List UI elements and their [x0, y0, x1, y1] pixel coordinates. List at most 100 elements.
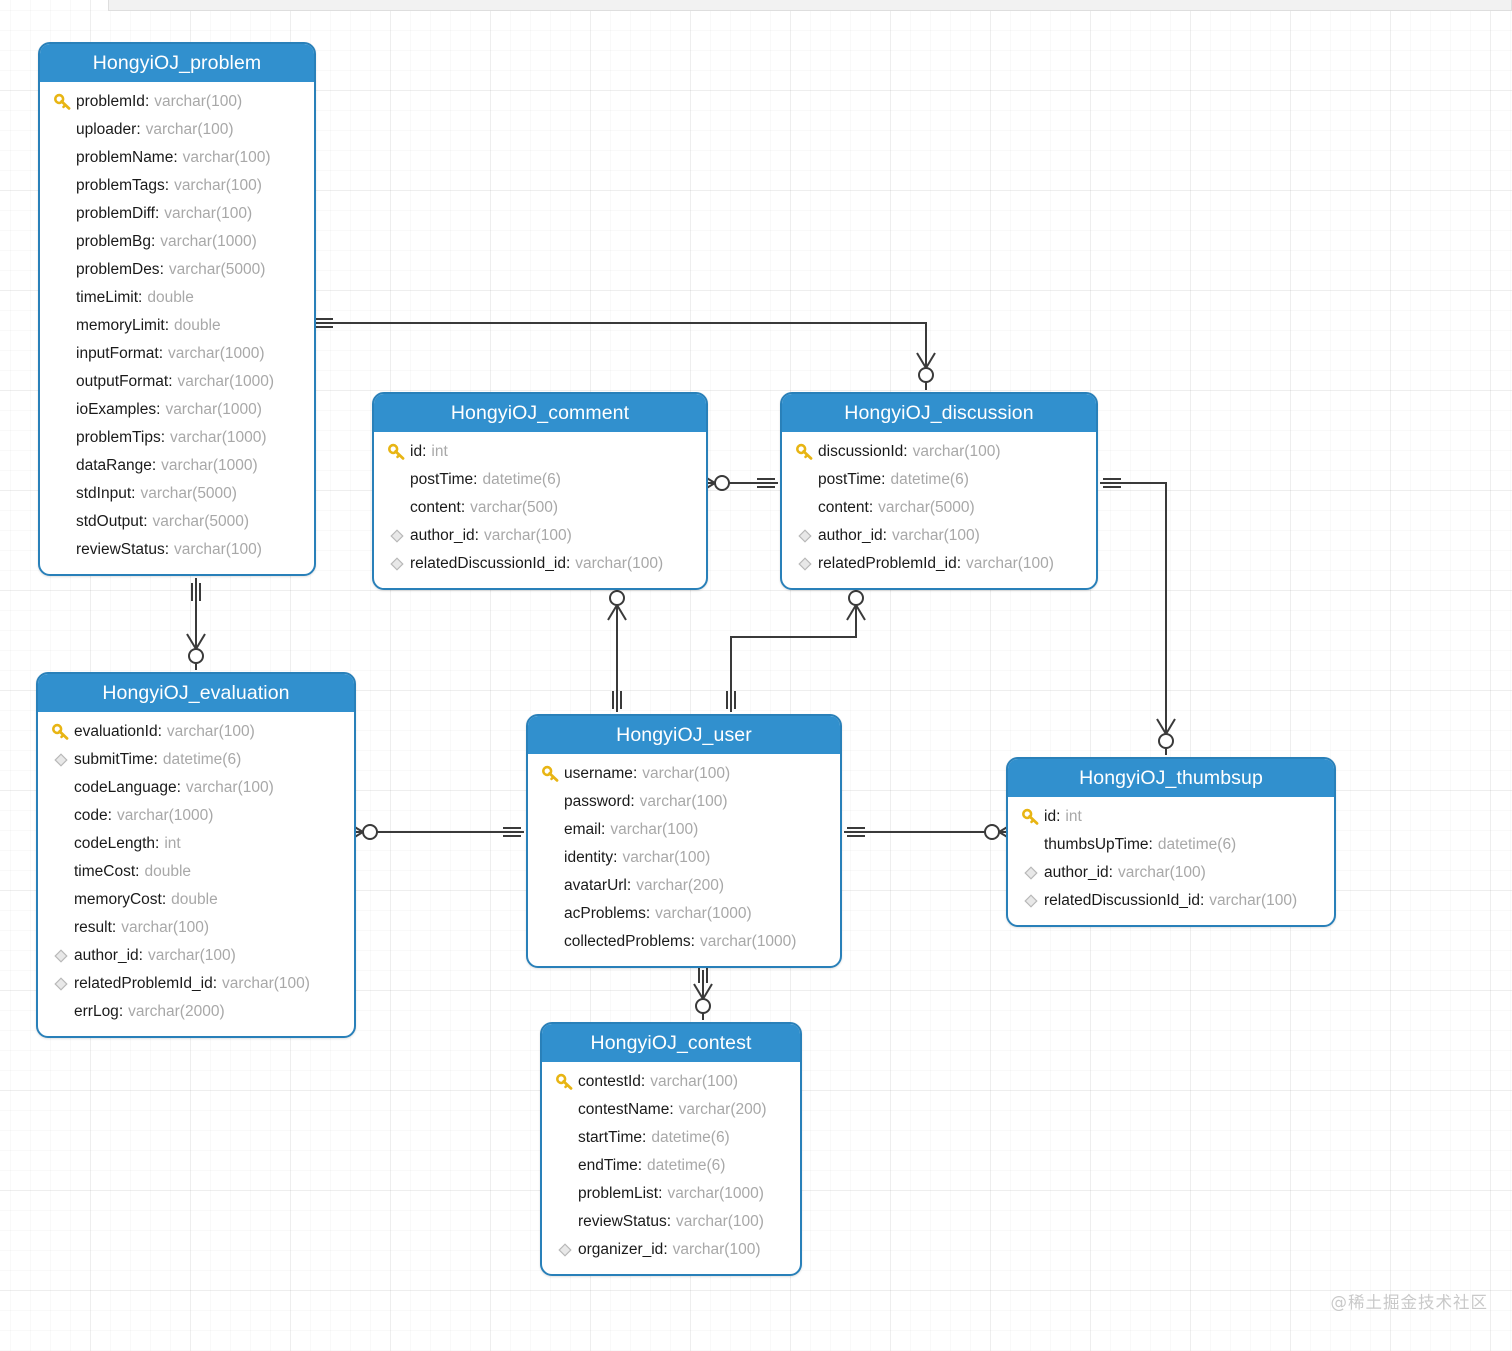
field-type: varchar(100): [182, 149, 271, 166]
field-row[interactable]: relatedProblemId_id:varchar(100): [38, 970, 354, 998]
field-separator: :: [565, 555, 571, 572]
field-row[interactable]: contestName:varchar(200): [542, 1096, 800, 1124]
field-row[interactable]: uploader:varchar(100): [40, 116, 314, 144]
field-row[interactable]: dataRange:varchar(1000): [40, 452, 314, 480]
field-name: memoryLimit: [76, 317, 165, 334]
field-row[interactable]: codeLanguage:varchar(100): [38, 774, 354, 802]
field-row[interactable]: problemList:varchar(1000): [542, 1180, 800, 1208]
field-separator: :: [868, 499, 874, 516]
field-row[interactable]: content:varchar(500): [374, 494, 706, 522]
field-type: varchar(100): [672, 1241, 761, 1258]
field-row[interactable]: reviewStatus:varchar(100): [542, 1208, 800, 1236]
field-separator: :: [882, 527, 887, 544]
field-row[interactable]: inputFormat:varchar(1000): [40, 340, 314, 368]
key-icon: [538, 765, 564, 783]
key-icon: [1018, 808, 1044, 826]
field-marker-none: [50, 205, 76, 223]
field-type: varchar(100): [912, 443, 1001, 460]
marker-many-thumbsup: [1156, 718, 1176, 749]
field-marker-none: [384, 499, 410, 517]
field-row[interactable]: acProblems:varchar(1000): [528, 900, 840, 928]
field-separator: :: [212, 975, 218, 992]
field-row[interactable]: username:varchar(100): [528, 760, 840, 788]
field-row[interactable]: author_id:varchar(100): [374, 522, 706, 550]
field-row[interactable]: avatarUrl:varchar(200): [528, 872, 840, 900]
field-separator: :: [632, 765, 638, 782]
field-row[interactable]: stdOutput:varchar(5000): [40, 508, 314, 536]
field-row[interactable]: problemName:varchar(100): [40, 144, 314, 172]
field-row[interactable]: id:int: [374, 438, 706, 466]
field-marker-none: [538, 849, 564, 867]
field-row[interactable]: ioExamples:varchar(1000): [40, 396, 314, 424]
field-list-problem: problemId:varchar(100)uploader:varchar(1…: [40, 82, 314, 574]
field-marker-none: [792, 471, 818, 489]
field-row[interactable]: problemDes:varchar(5000): [40, 256, 314, 284]
field-marker-none: [48, 835, 74, 853]
field-row[interactable]: postTime:datetime(6): [374, 466, 706, 494]
field-row[interactable]: relatedDiscussionId_id:varchar(100): [374, 550, 706, 578]
marker-many-evaluation: [186, 633, 206, 664]
field-row[interactable]: id:int: [1008, 803, 1334, 831]
field-row[interactable]: identity:varchar(100): [528, 844, 840, 872]
field-row[interactable]: problemDiff:varchar(100): [40, 200, 314, 228]
field-row[interactable]: organizer_id:varchar(100): [542, 1236, 800, 1264]
field-marker-none: [384, 471, 410, 489]
field-row[interactable]: code:varchar(1000): [38, 802, 354, 830]
field-row[interactable]: startTime:datetime(6): [542, 1124, 800, 1152]
field-row[interactable]: collectedProblems:varchar(1000): [528, 928, 840, 956]
field-name: stdOutput: [76, 513, 144, 530]
field-row[interactable]: author_id:varchar(100): [782, 522, 1096, 550]
field-row[interactable]: evaluationId:varchar(100): [38, 718, 354, 746]
field-row[interactable]: reviewStatus:varchar(100): [40, 536, 314, 564]
field-separator: :: [150, 233, 156, 250]
field-row[interactable]: problemBg:varchar(1000): [40, 228, 314, 256]
field-separator: :: [153, 751, 158, 768]
field-row[interactable]: contestId:varchar(100): [542, 1068, 800, 1096]
field-row[interactable]: memoryCost:double: [38, 886, 354, 914]
field-row[interactable]: relatedProblemId_id:varchar(100): [782, 550, 1096, 578]
field-marker-none: [538, 793, 564, 811]
field-row[interactable]: stdInput:varchar(5000): [40, 480, 314, 508]
field-type: varchar(100): [154, 93, 243, 110]
field-row[interactable]: errLog:varchar(2000): [38, 998, 354, 1026]
field-row[interactable]: timeCost:double: [38, 858, 354, 886]
field-row[interactable]: author_id:varchar(100): [38, 942, 354, 970]
field-row[interactable]: postTime:datetime(6): [782, 466, 1096, 494]
field-separator: :: [164, 317, 170, 334]
marker-many-discussion-user: [846, 590, 866, 621]
field-row[interactable]: problemId:varchar(100): [40, 88, 314, 116]
field-type: datetime(6): [162, 751, 242, 768]
field-type: varchar(100): [676, 1213, 764, 1230]
field-row[interactable]: content:varchar(5000): [782, 494, 1096, 522]
field-separator: :: [645, 905, 651, 922]
field-name: problemDiff: [76, 205, 155, 222]
field-row[interactable]: outputFormat:varchar(1000): [40, 368, 314, 396]
field-separator: :: [176, 779, 181, 796]
field-row[interactable]: codeLength:int: [38, 830, 354, 858]
field-row[interactable]: endTime:datetime(6): [542, 1152, 800, 1180]
field-separator: :: [164, 177, 170, 194]
field-row[interactable]: problemTips:varchar(1000): [40, 424, 314, 452]
field-row[interactable]: thumbsUpTime:datetime(6): [1008, 831, 1334, 859]
field-row[interactable]: relatedDiscussionId_id:varchar(100): [1008, 887, 1334, 915]
field-type: datetime(6): [651, 1129, 730, 1146]
field-row[interactable]: discussionId:varchar(100): [782, 438, 1096, 466]
field-row[interactable]: timeLimit:double: [40, 284, 314, 312]
field-row[interactable]: password:varchar(100): [528, 788, 840, 816]
field-type: varchar(1000): [116, 807, 214, 824]
field-row[interactable]: memoryLimit:double: [40, 312, 314, 340]
diamond-icon: [1018, 864, 1044, 882]
field-row[interactable]: author_id:varchar(100): [1008, 859, 1334, 887]
field-row[interactable]: result:varchar(100): [38, 914, 354, 942]
field-separator: :: [956, 555, 962, 572]
field-row[interactable]: problemTags:varchar(100): [40, 172, 314, 200]
field-row[interactable]: email:varchar(100): [528, 816, 840, 844]
field-row[interactable]: submitTime:datetime(6): [38, 746, 354, 774]
